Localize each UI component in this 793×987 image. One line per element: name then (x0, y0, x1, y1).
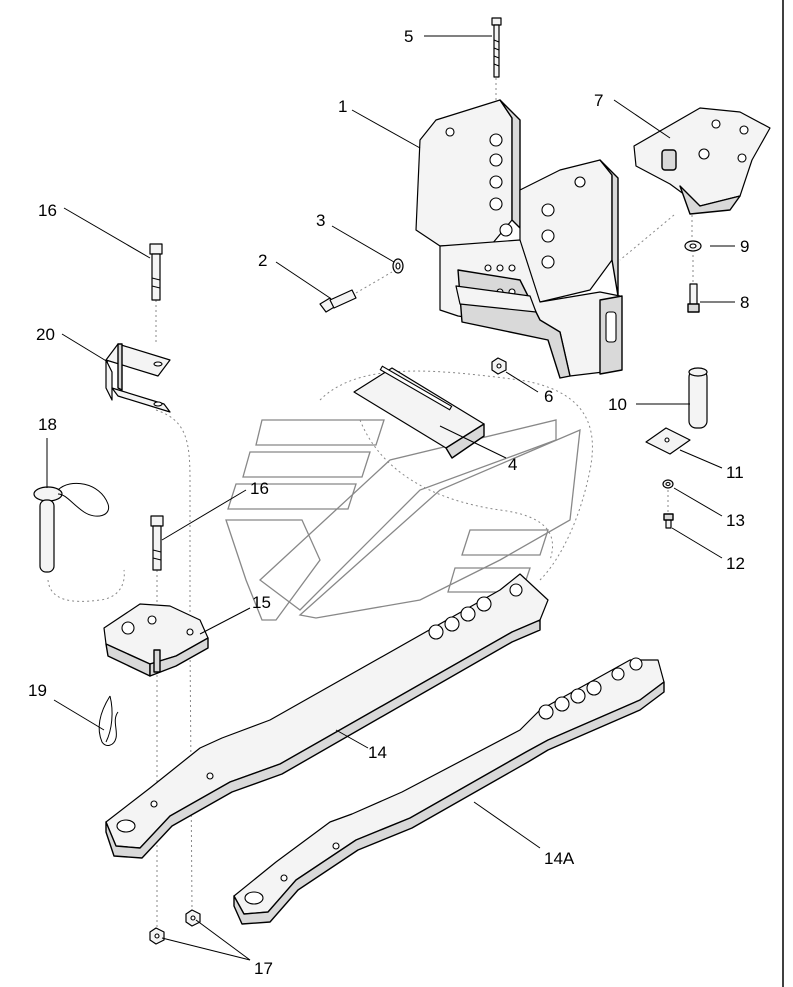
callout-7: 7 (594, 91, 603, 110)
callout-17: 17 (254, 959, 273, 978)
callout-4: 4 (508, 455, 517, 474)
callout-5: 5 (404, 27, 413, 46)
callout-20: 20 (36, 325, 55, 344)
part-16-bolt-lower (150, 515, 164, 571)
part-20-u-bracket (105, 343, 171, 413)
part-16-bolt-upper (149, 243, 163, 301)
callout-9: 9 (740, 237, 749, 256)
callout-labels: 5 1 7 16 3 9 2 8 20 6 10 18 4 11 16 13 1… (28, 27, 749, 978)
part-11-plate (645, 427, 691, 455)
callout-8: 8 (740, 293, 749, 312)
callout-3: 3 (316, 211, 325, 230)
part-14a-lower-link (233, 657, 665, 925)
callout-2: 2 (258, 251, 267, 270)
part-1-hitch-bracket (415, 99, 623, 379)
callout-19: 19 (28, 681, 47, 700)
part-15-hook (103, 603, 209, 677)
callout-6: 6 (544, 387, 553, 406)
callout-14: 14 (368, 743, 387, 762)
part-6-nut (491, 357, 507, 375)
part-14-lower-link (105, 573, 549, 859)
callout-16-lower: 16 (250, 479, 269, 498)
callout-18: 18 (38, 415, 57, 434)
part-3-washer (392, 258, 404, 274)
part-5-bolt (491, 17, 502, 78)
callout-15: 15 (252, 593, 271, 612)
part-18-lynch-pin (33, 438, 110, 573)
callout-13: 13 (726, 511, 745, 530)
part-7-top-link-bracket (633, 107, 771, 215)
part-17-nuts (149, 909, 201, 945)
part-19-r-clip (98, 695, 119, 746)
part-2-bolt (319, 289, 357, 313)
leader-lines (53, 35, 735, 961)
part-12-bolt (663, 513, 674, 529)
callout-14a: 14A (544, 849, 575, 868)
part-10-pin (688, 367, 708, 429)
part-9-washer (684, 240, 702, 252)
callout-1: 1 (338, 97, 347, 116)
part-13-washer (662, 479, 674, 489)
part-4-plate (353, 365, 485, 459)
callout-11: 11 (726, 463, 744, 482)
callout-12: 12 (726, 554, 745, 573)
part-8-bolt (687, 283, 700, 313)
callout-10: 10 (608, 395, 627, 414)
callout-16-upper: 16 (38, 201, 57, 220)
